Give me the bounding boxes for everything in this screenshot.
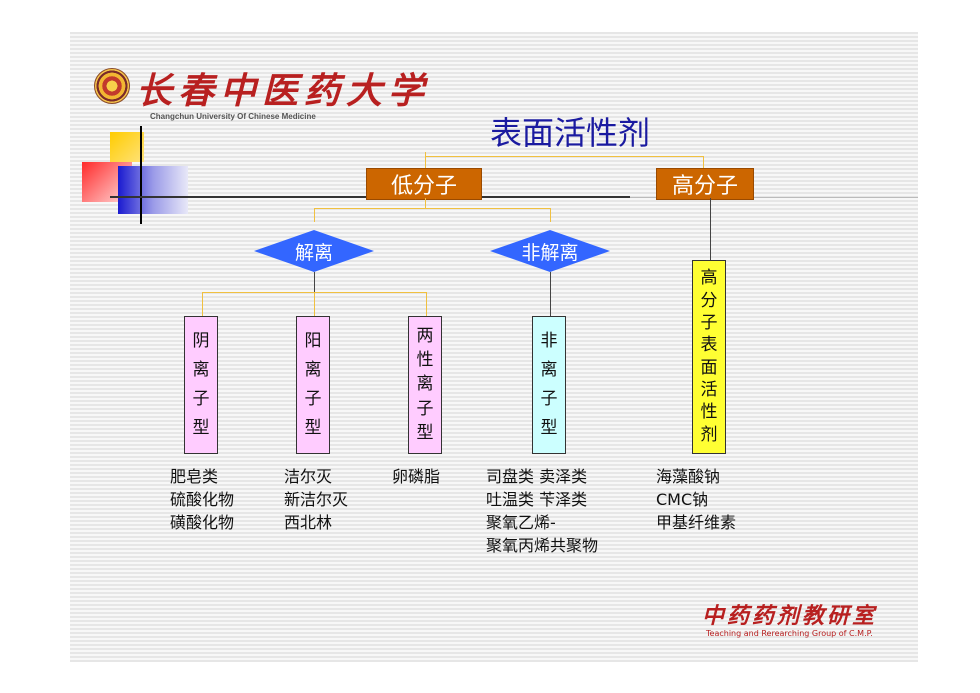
example-item: 卵磷脂 xyxy=(392,467,441,486)
type-anionic: 阴 离 子 型 xyxy=(184,316,218,454)
box-high-molecular: 高分子 xyxy=(656,168,754,200)
type-char: 子 xyxy=(304,389,322,409)
examples-polymer: 海藻酸钠 CMC钠 甲基纤维素 xyxy=(656,465,736,534)
example-item: 海藻酸钠 xyxy=(656,467,721,486)
example-item: 西北林 xyxy=(284,513,333,532)
example-item: 聚氧乙烯- xyxy=(486,513,556,532)
type-char: 离 xyxy=(192,360,210,380)
type-char: 表 xyxy=(700,335,718,356)
type-char: 子 xyxy=(416,398,434,419)
type-char: 型 xyxy=(540,418,558,438)
example-item: 洁尔灭 xyxy=(284,467,333,486)
decor-horizontal-line-thin xyxy=(630,197,918,198)
example-item: 聚氧丙烯共聚物 xyxy=(486,536,599,555)
type-char: 非 xyxy=(540,331,558,351)
diamond-ionic: 解离 xyxy=(254,230,374,272)
university-logo-en: Changchun University Of Chinese Medicine xyxy=(150,112,316,121)
connector-nonionic-down xyxy=(550,272,551,316)
examples-amphoteric: 卵磷脂 xyxy=(392,465,440,488)
university-logo-cn: 长春中医药大学 xyxy=(136,70,431,112)
example-item: 吐温类 苄泽类 xyxy=(486,490,588,509)
type-polymer-surfactant: 高 分 子 表 面 活 性 剂 xyxy=(692,260,726,454)
type-char: 阴 xyxy=(192,331,210,351)
type-amphoteric: 两 性 离 子 型 xyxy=(408,316,442,454)
type-char: 型 xyxy=(304,418,322,438)
diamond-nonionic-shape xyxy=(490,230,610,272)
diagram-title: 表面活性剂 xyxy=(490,114,651,152)
connector-title-down xyxy=(425,152,426,178)
type-char: 分 xyxy=(700,290,718,311)
decor-yellow-square xyxy=(110,132,144,162)
type-char: 离 xyxy=(416,374,434,395)
type-char: 活 xyxy=(700,379,718,400)
diamond-ionic-label: 解离 xyxy=(294,241,333,264)
type-char: 离 xyxy=(304,360,322,380)
example-item: 新洁尔灭 xyxy=(284,490,349,509)
diamond-nonionic: 非解离 xyxy=(490,230,610,272)
type-char: 性 xyxy=(416,350,434,371)
connector-low-horizontal xyxy=(314,208,550,209)
department-logo-cn: 中药药剂教研室 xyxy=(702,603,878,629)
type-char: 剂 xyxy=(700,424,718,445)
examples-nonionic: 司盘类 卖泽类 吐温类 苄泽类 聚氧乙烯- 聚氧丙烯共聚物 xyxy=(486,465,598,557)
connector-title-to-high xyxy=(703,156,704,178)
department-logo-en: Teaching and Rerearching Group of C.M.P. xyxy=(706,629,873,638)
connector-to-anionic xyxy=(202,292,203,316)
type-cationic: 阳 离 子 型 xyxy=(296,316,330,454)
decor-vertical-line xyxy=(140,126,142,224)
university-emblem-icon xyxy=(94,68,130,104)
diamond-nonionic-label: 非解离 xyxy=(521,241,579,264)
box-low-molecular: 低分子 xyxy=(366,168,482,200)
example-item: 甲基纤维素 xyxy=(656,513,737,532)
connector-to-nonionic xyxy=(550,208,551,222)
slide: 长春中医药大学 Changchun University Of Chinese … xyxy=(70,32,918,662)
type-char: 子 xyxy=(700,312,718,333)
examples-cationic: 洁尔灭 新洁尔灭 西北林 xyxy=(284,465,348,534)
type-char: 离 xyxy=(540,360,558,380)
examples-anionic: 肥皂类 硫酸化物 磺酸化物 xyxy=(170,465,234,534)
decor-blue-square xyxy=(118,166,188,214)
connector-high-to-type xyxy=(710,198,711,260)
connector-to-ionic xyxy=(314,208,315,222)
example-item: CMC钠 xyxy=(656,490,709,509)
type-char: 两 xyxy=(416,326,434,347)
connector-to-amphoteric xyxy=(426,292,427,316)
type-char: 型 xyxy=(192,418,210,438)
type-char: 子 xyxy=(540,389,558,409)
type-char: 子 xyxy=(192,389,210,409)
example-item: 肥皂类 xyxy=(170,467,219,486)
connector-title-horizontal xyxy=(425,156,703,157)
example-item: 磺酸化物 xyxy=(170,513,235,532)
type-char: 型 xyxy=(416,422,434,443)
type-char: 阳 xyxy=(304,331,322,351)
connector-low-down xyxy=(425,198,426,208)
example-item: 司盘类 卖泽类 xyxy=(486,467,588,486)
type-char: 高 xyxy=(700,268,718,289)
type-char: 性 xyxy=(700,402,718,423)
diamond-ionic-shape xyxy=(254,230,374,272)
type-nonionic: 非 离 子 型 xyxy=(532,316,566,454)
example-item: 硫酸化物 xyxy=(170,490,235,509)
connector-to-cationic xyxy=(314,292,315,316)
type-char: 面 xyxy=(700,357,718,378)
connector-ionic-down xyxy=(314,272,315,292)
